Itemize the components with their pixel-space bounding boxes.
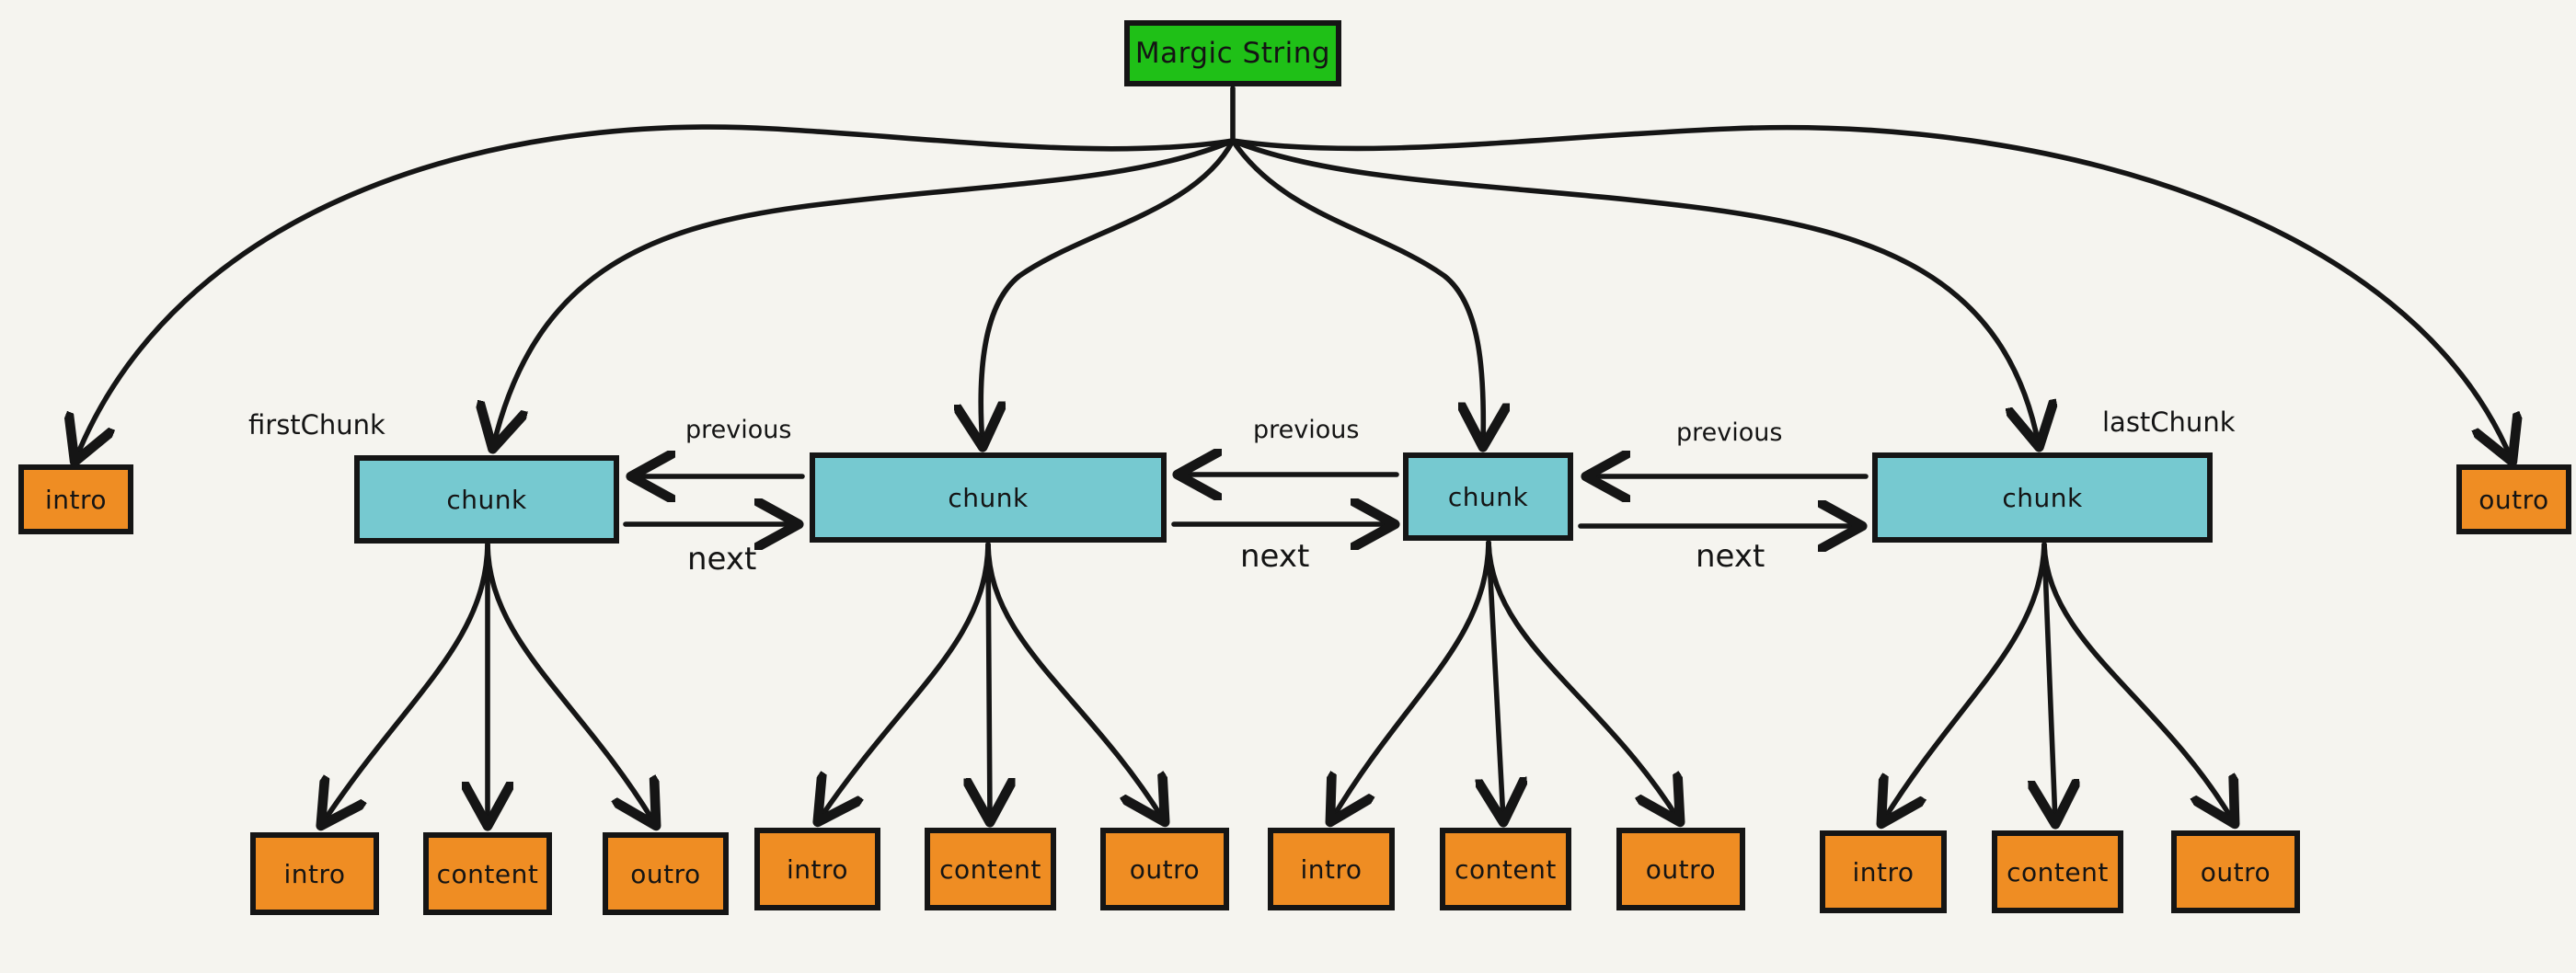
label-last-chunk-text: lastChunk: [2102, 406, 2236, 438]
label-first-chunk-text: firstChunk: [248, 409, 385, 441]
node-part-3-content-label: content: [1455, 853, 1557, 885]
node-string-outro-label: outro: [2478, 484, 2549, 515]
node-part-3-intro[interactable]: intro: [1268, 828, 1395, 910]
node-part-4-intro-label: intro: [1852, 856, 1915, 887]
edge-chunk3-to-intro: [1331, 540, 1491, 820]
edge-chunk3-to-outro: [1486, 540, 1679, 820]
node-part-2-outro[interactable]: outro: [1100, 828, 1229, 910]
node-chunk-3-label: chunk: [1447, 481, 1529, 512]
node-part-4-content[interactable]: content: [1992, 830, 2123, 913]
edge-label-next-3: next: [1696, 538, 1765, 575]
node-part-1-intro-label: intro: [283, 858, 346, 889]
edge-chunk4-to-intro: [1882, 542, 2047, 822]
node-part-1-content[interactable]: content: [423, 832, 552, 915]
node-part-3-outro-label: outro: [1645, 853, 1717, 885]
edge-root-to-chunk-4: [1230, 138, 2039, 445]
node-part-1-outro-label: outro: [630, 858, 701, 889]
edge-root-to-chunk-3: [1230, 138, 1483, 445]
edge-chunk4-to-content: [2044, 542, 2055, 822]
edge-chunk2-to-content: [988, 542, 990, 820]
edge-root-to-chunk-2: [981, 138, 1236, 445]
node-part-2-content-label: content: [939, 853, 1041, 885]
node-part-4-content-label: content: [2007, 856, 2109, 887]
edge-root-to-outro: [1230, 124, 2512, 460]
edge-root-to-chunk-1: [493, 138, 1236, 447]
node-part-1-intro[interactable]: intro: [250, 832, 379, 915]
node-part-2-content[interactable]: content: [925, 828, 1056, 910]
label-first-chunk: firstChunk: [248, 409, 385, 441]
label-last-chunk: lastChunk: [2102, 406, 2236, 438]
edge-chunk1-to-outro: [485, 542, 655, 824]
node-chunk-3[interactable]: chunk: [1403, 452, 1573, 541]
edge-label-previous-1: previous: [685, 416, 791, 444]
edge-label-next-1: next: [687, 541, 756, 578]
edge-label-next-3-text: next: [1696, 538, 1765, 575]
node-chunk-4[interactable]: chunk: [1872, 452, 2213, 543]
node-chunk-1[interactable]: chunk: [354, 455, 619, 544]
node-chunk-1-label: chunk: [446, 484, 527, 515]
node-chunk-4-label: chunk: [2002, 482, 2083, 513]
edge-label-previous-2: previous: [1253, 416, 1359, 444]
node-part-3-intro-label: intro: [1300, 853, 1363, 885]
node-magic-string[interactable]: Margic String: [1124, 20, 1341, 86]
edge-chunk4-to-outro: [2041, 542, 2234, 822]
edge-chunk1-to-intro: [322, 542, 490, 824]
node-chunk-2[interactable]: chunk: [810, 452, 1167, 543]
node-part-2-outro-label: outro: [1129, 853, 1201, 885]
node-string-outro[interactable]: outro: [2456, 464, 2571, 534]
node-part-4-outro[interactable]: outro: [2171, 830, 2300, 913]
node-part-4-intro[interactable]: intro: [1820, 830, 1947, 913]
node-part-3-outro[interactable]: outro: [1616, 828, 1745, 910]
node-string-intro[interactable]: intro: [18, 464, 133, 534]
node-part-1-content-label: content: [436, 858, 539, 889]
node-part-2-intro-label: intro: [786, 853, 849, 885]
edge-label-next-1-text: next: [687, 541, 757, 578]
edge-label-next-2-text: next: [1240, 538, 1310, 575]
edge-chunk2-to-intro: [819, 542, 991, 820]
edge-label-previous-1-text: previous: [685, 416, 792, 444]
node-part-2-intro[interactable]: intro: [754, 828, 880, 910]
node-magic-string-label: Margic String: [1134, 37, 1331, 70]
node-part-1-outro[interactable]: outro: [603, 832, 729, 915]
edge-label-previous-2-text: previous: [1253, 416, 1360, 444]
node-chunk-2-label: chunk: [948, 482, 1029, 513]
edge-label-next-2: next: [1240, 538, 1309, 575]
edge-label-previous-3-text: previous: [1676, 418, 1783, 447]
node-part-3-content[interactable]: content: [1440, 828, 1571, 910]
edge-chunk3-to-content: [1489, 540, 1503, 820]
edge-chunk2-to-outro: [985, 542, 1164, 820]
edge-label-previous-3: previous: [1676, 418, 1782, 447]
node-string-intro-label: intro: [44, 484, 108, 515]
node-part-4-outro-label: outro: [2200, 856, 2271, 887]
